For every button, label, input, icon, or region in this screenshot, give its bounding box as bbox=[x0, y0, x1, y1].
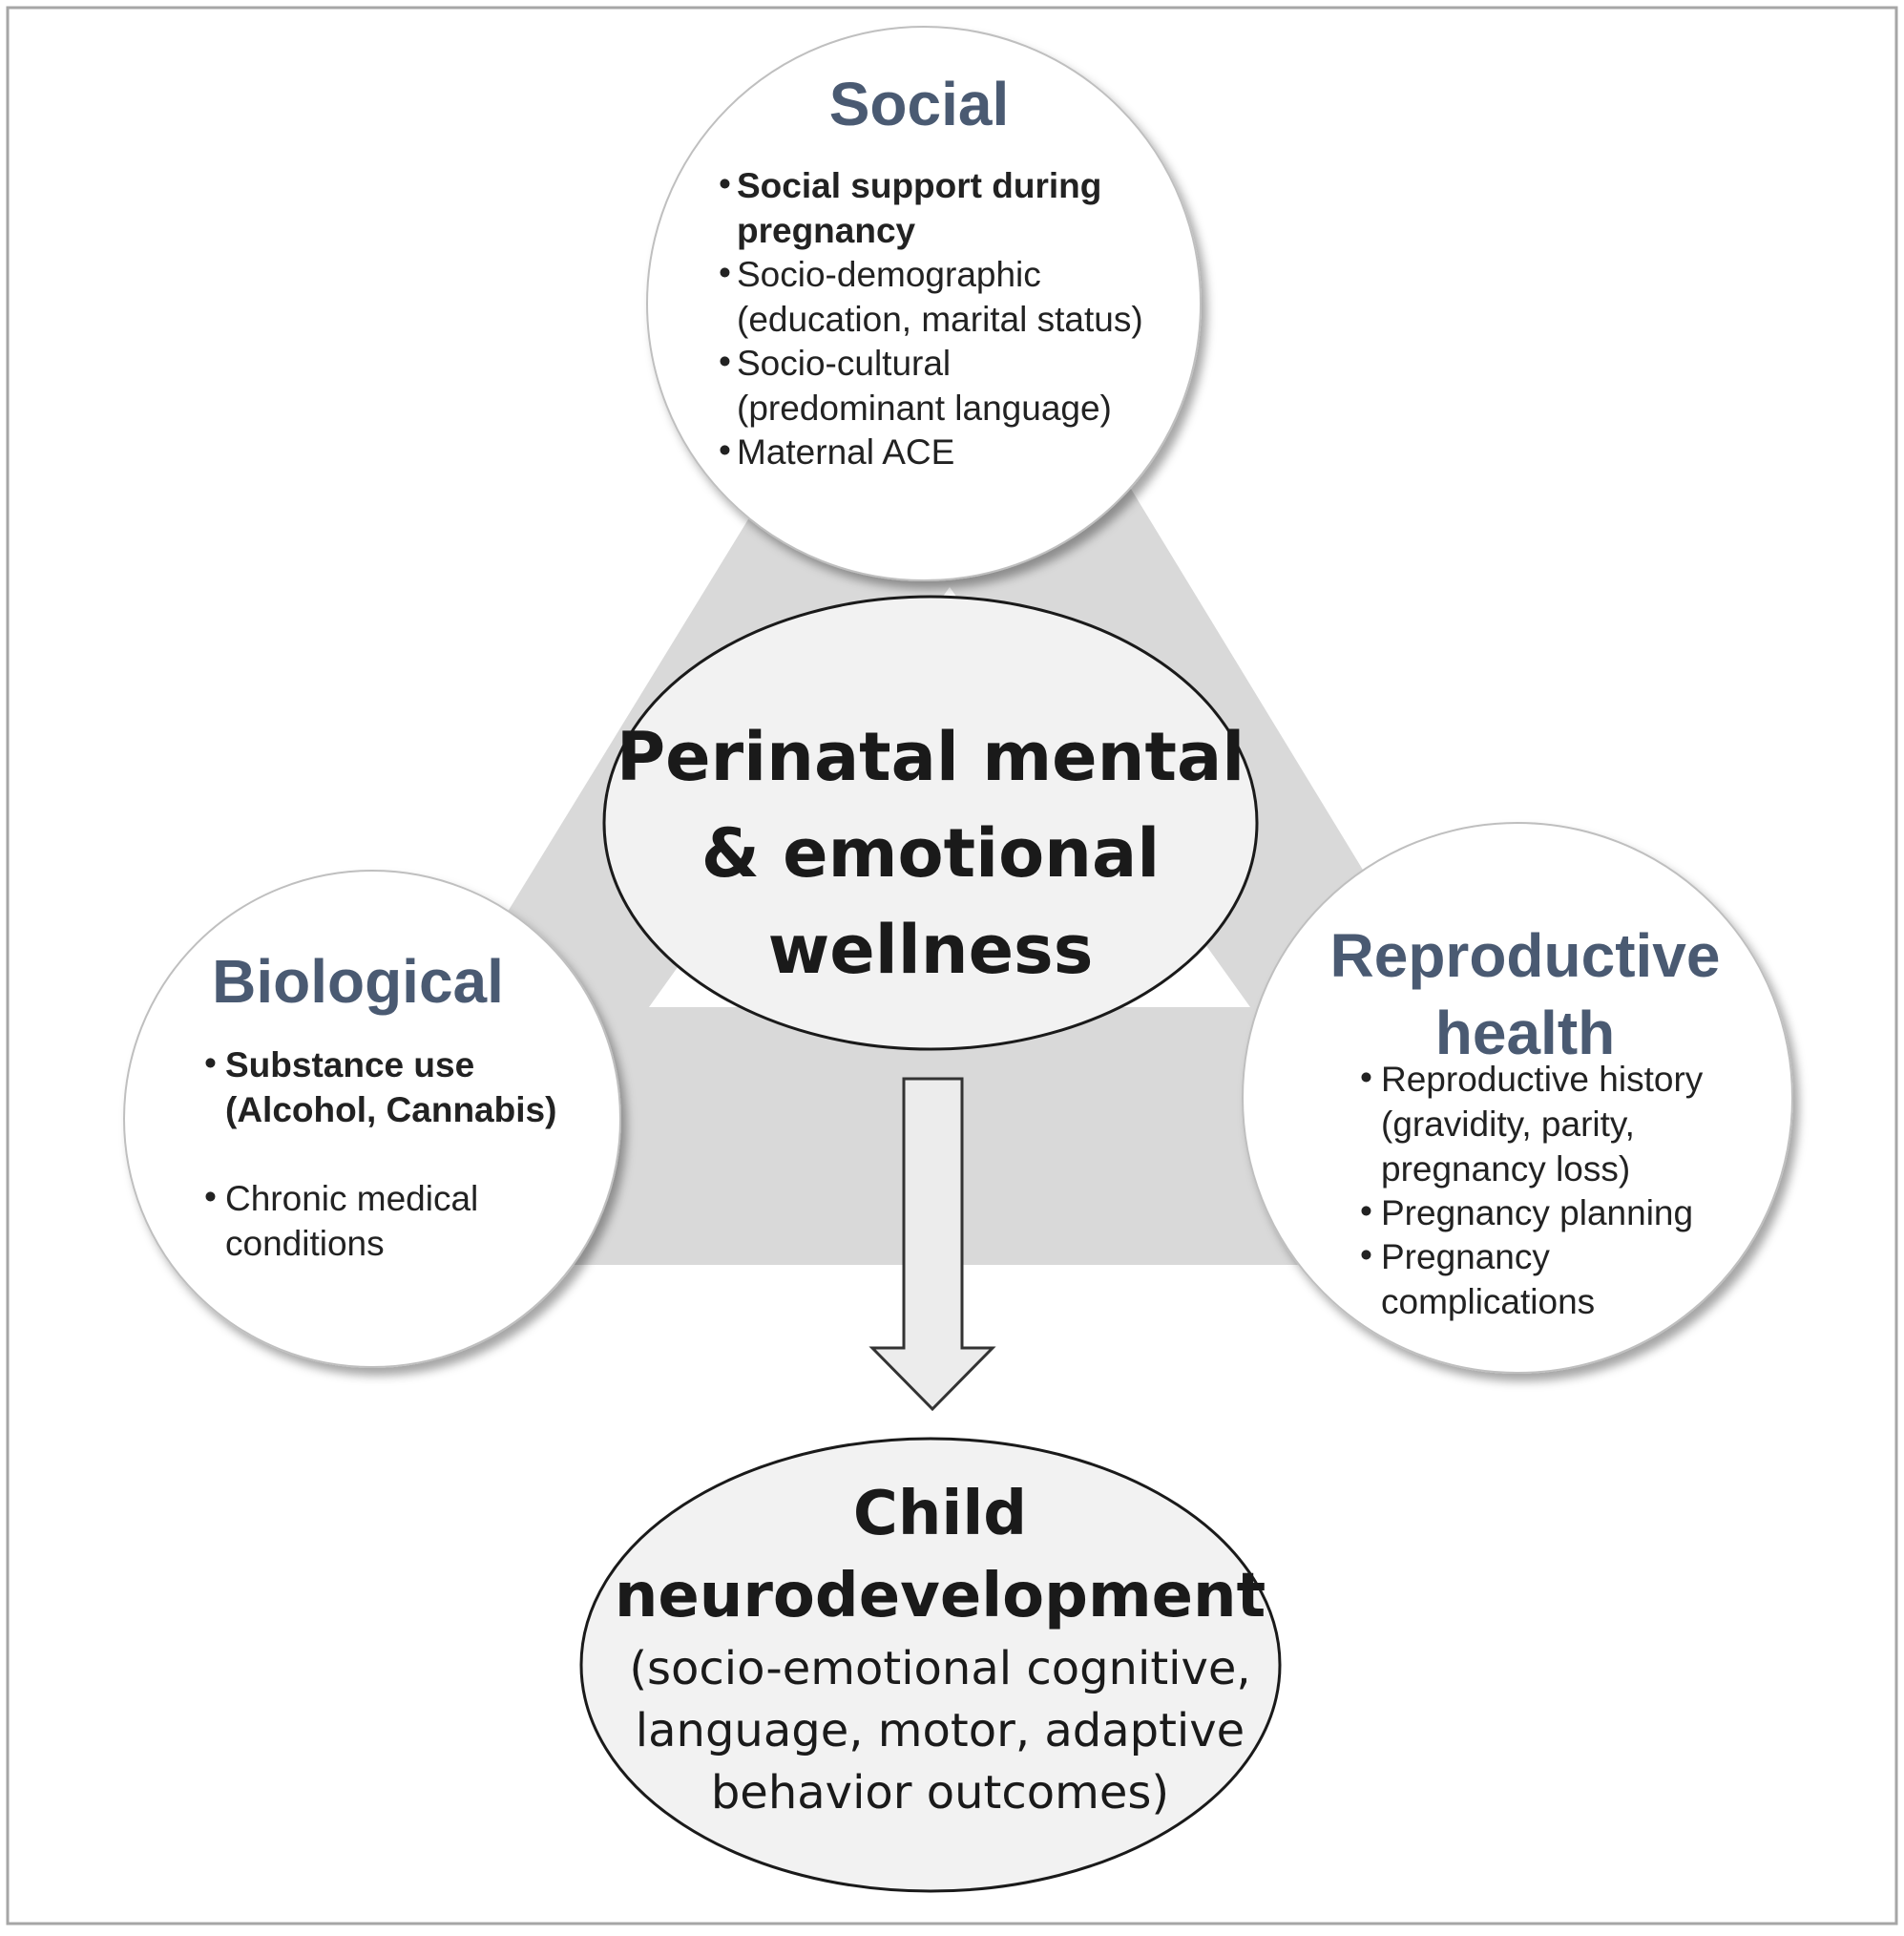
social-item-3-line-2: (predominant language) bbox=[737, 389, 1112, 428]
social-item-1-line-1: Social support during bbox=[737, 166, 1101, 205]
reproductive-item-1-line-2: (gravidity, parity, bbox=[1381, 1105, 1635, 1144]
social-item-3-line-1: Socio-cultural bbox=[737, 344, 951, 383]
reproductive-item-3-line-1: Pregnancy bbox=[1381, 1237, 1550, 1276]
bullet: • bbox=[719, 253, 731, 292]
reproductive-item-1-line-1: Reproductive history bbox=[1381, 1060, 1704, 1099]
biological-circle bbox=[123, 870, 621, 1368]
outcome-title-line-2: neurodevelopment bbox=[615, 1561, 1266, 1631]
reproductive-circle bbox=[1242, 822, 1793, 1374]
outcome-node: Child neurodevelopment (socio-emotional … bbox=[579, 1437, 1282, 1893]
social-node: Social • Social support during pregnancy… bbox=[646, 26, 1202, 581]
outcome-sub-line-3: behavior outcomes) bbox=[711, 1766, 1169, 1820]
reproductive-title-line-1: Reproductive bbox=[1330, 921, 1721, 990]
center-line-2: & emotional bbox=[701, 814, 1161, 893]
bullet: • bbox=[204, 1177, 217, 1216]
biological-title: Biological bbox=[212, 947, 504, 1016]
reproductive-item-1-line-3: pregnancy loss) bbox=[1381, 1149, 1630, 1189]
center-node: Perinatal mental & emotional wellness bbox=[602, 595, 1259, 1051]
bullet: • bbox=[719, 164, 731, 203]
reproductive-item-3-line-2: complications bbox=[1381, 1282, 1595, 1321]
outcome-title-line-1: Child bbox=[853, 1479, 1027, 1549]
bullet: • bbox=[1360, 1058, 1372, 1097]
social-item-2-line-2: (education, marital status) bbox=[737, 300, 1143, 339]
bullet: • bbox=[719, 431, 731, 470]
bullet: • bbox=[1360, 1235, 1372, 1274]
social-item-list: • Social support during pregnancy • Soci… bbox=[719, 164, 1143, 472]
social-item-4-line-1: Maternal ACE bbox=[737, 432, 954, 472]
biological-item-1-line-1: Substance use bbox=[225, 1045, 474, 1084]
outcome-sub-line-2: language, motor, adaptive bbox=[636, 1704, 1245, 1757]
down-arrow bbox=[868, 1077, 996, 1412]
center-ellipse bbox=[602, 595, 1259, 1051]
social-item-2-line-1: Socio-demographic bbox=[737, 255, 1041, 294]
biological-item-2-line-2: conditions bbox=[225, 1224, 385, 1263]
outcome-ellipse bbox=[579, 1437, 1282, 1893]
center-line-3: wellness bbox=[768, 911, 1094, 989]
biological-item-list: • Substance use (Alcohol, Cannabis) • Ch… bbox=[204, 1043, 556, 1263]
biological-item-1-line-2: (Alcohol, Cannabis) bbox=[225, 1090, 556, 1129]
social-item-1-line-2: pregnancy bbox=[737, 211, 916, 250]
bullet: • bbox=[204, 1043, 217, 1083]
bullet: • bbox=[719, 342, 731, 381]
center-line-1: Perinatal mental bbox=[617, 718, 1245, 796]
bullet: • bbox=[1360, 1191, 1372, 1231]
reproductive-item-list: • Reproductive history (gravidity, parit… bbox=[1360, 1058, 1704, 1321]
reproductive-node: Reproductive health • Reproductive histo… bbox=[1242, 822, 1793, 1374]
social-circle bbox=[646, 26, 1202, 581]
outcome-sub-line-1: (socio-emotional cognitive, bbox=[629, 1642, 1250, 1695]
biological-node: Biological • Substance use (Alcohol, Can… bbox=[123, 870, 621, 1368]
biological-item-2-line-1: Chronic medical bbox=[225, 1179, 478, 1218]
reproductive-title-line-2: health bbox=[1435, 999, 1615, 1067]
social-title: Social bbox=[829, 70, 1010, 138]
reproductive-item-2-line-1: Pregnancy planning bbox=[1381, 1193, 1693, 1232]
